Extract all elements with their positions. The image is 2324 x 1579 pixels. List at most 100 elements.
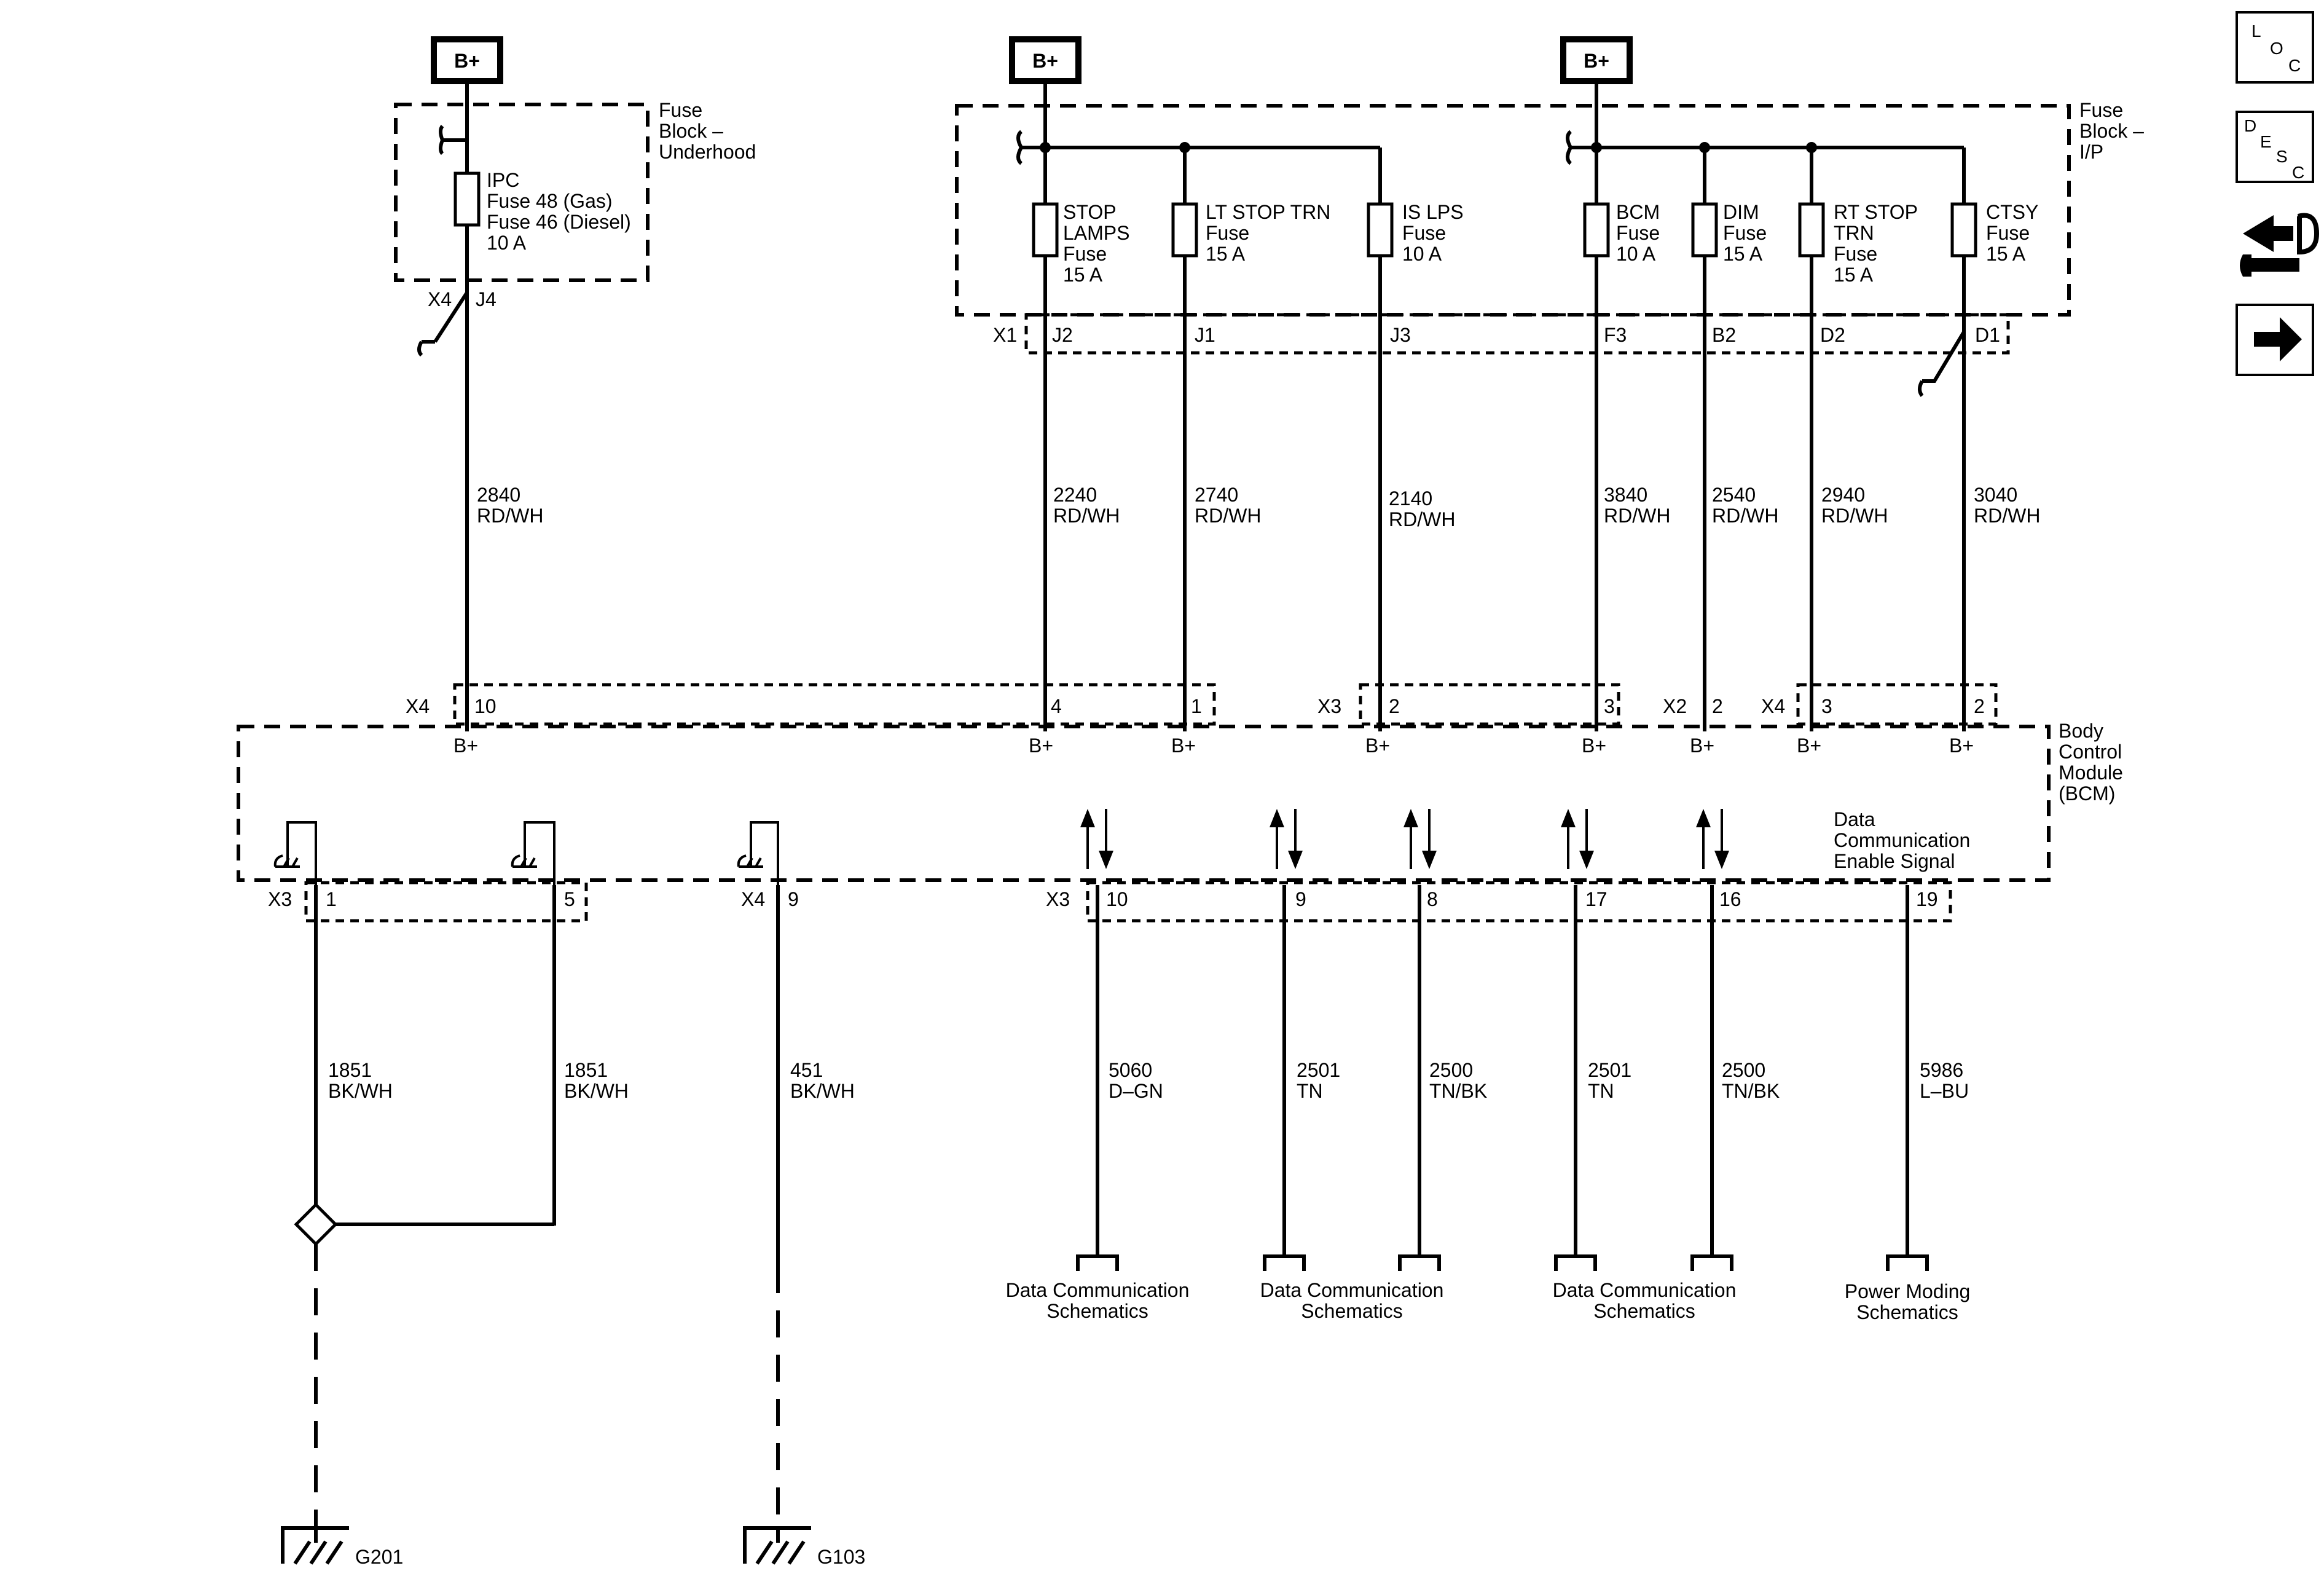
next-arrow-icon[interactable]: [2236, 304, 2314, 376]
wire-label-2740: 2740 RD/WH: [1195, 484, 1261, 527]
svg-text:B+: B+: [1797, 734, 1821, 757]
svg-text:D2: D2: [1820, 324, 1845, 346]
svg-text:RD/WH: RD/WH: [1604, 505, 1670, 527]
destination-data-comm-1[interactable]: Data Communication Schematics: [1006, 1254, 1190, 1322]
svg-text:IS LPS: IS LPS: [1402, 201, 1464, 223]
destination-power-moding[interactable]: Power Moding Schematics: [1845, 1254, 1971, 1323]
wire-label-2140: 2140 RD/WH: [1389, 487, 1455, 530]
bidirectional-arrow-9: [1270, 809, 1303, 869]
fuse-dim-symbol: [1691, 202, 1718, 258]
svg-text:Fuse: Fuse: [1986, 222, 2030, 244]
svg-text:2501: 2501: [1297, 1059, 1340, 1081]
svg-text:10 A: 10 A: [1402, 243, 1442, 265]
svg-text:X3: X3: [1317, 695, 1341, 717]
svg-text:9: 9: [788, 888, 799, 910]
svg-text:2740: 2740: [1195, 484, 1238, 506]
fuse-ctsy-symbol: [1950, 202, 1977, 258]
svg-text:3040: 3040: [1974, 484, 2017, 506]
svg-text:451: 451: [790, 1059, 823, 1081]
svg-text:X1: X1: [993, 324, 1017, 346]
svg-text:2840: 2840: [477, 484, 520, 506]
bplus-supply-bcm: B+: [1560, 36, 1633, 84]
svg-text:Enable Signal: Enable Signal: [1834, 850, 1955, 872]
fuse-stop-symbol: [1032, 202, 1059, 258]
wire-2501-a: 2501 TN: [1282, 885, 1340, 1256]
ground-g201: G201: [281, 1526, 403, 1568]
svg-text:19: 19: [1916, 888, 1938, 910]
svg-text:Communication: Communication: [1834, 829, 1970, 851]
svg-text:IPC: IPC: [487, 169, 519, 191]
svg-text:Fuse: Fuse: [659, 99, 702, 121]
bidirectional-arrow-16: [1696, 809, 1729, 869]
svg-text:Underhood: Underhood: [659, 141, 756, 163]
svg-text:TN: TN: [1297, 1080, 1323, 1102]
svg-text:3: 3: [1821, 695, 1832, 717]
svg-text:L–BU: L–BU: [1920, 1080, 1969, 1102]
fuse-ctsy-label: CTSY Fuse 15 A: [1986, 201, 2038, 265]
svg-text:C: C: [2292, 163, 2304, 182]
svg-text:BCM: BCM: [1616, 201, 1660, 223]
svg-text:10 A: 10 A: [1616, 243, 1656, 265]
svg-text:Control: Control: [2059, 741, 2122, 763]
svg-text:Schematics: Schematics: [1046, 1300, 1148, 1322]
bcm-internal-ground-9: [737, 821, 779, 885]
wire-bcm-bus: [1566, 81, 1977, 731]
desc-icon[interactable]: D E S C: [2236, 111, 2314, 183]
svg-text:D–GN: D–GN: [1109, 1080, 1163, 1102]
svg-text:Fuse: Fuse: [1723, 222, 1767, 244]
svg-text:15 A: 15 A: [1063, 264, 1103, 286]
destination-data-comm-2[interactable]: Data Communication Schematics: [1260, 1254, 1444, 1322]
svg-text:RD/WH: RD/WH: [1821, 505, 1888, 527]
fuse-bcm-label: BCM Fuse 10 A: [1616, 201, 1660, 265]
destination-data-comm-3[interactable]: Data Communication Schematics: [1553, 1254, 1737, 1322]
svg-text:RD/WH: RD/WH: [1712, 505, 1778, 527]
wire-2501-b: 2501 TN: [1574, 885, 1631, 1256]
bcm-internal-ground-1: [273, 821, 317, 885]
svg-text:X4: X4: [1761, 695, 1785, 717]
svg-text:J1: J1: [1195, 324, 1215, 346]
fuse-stop-label: STOP LAMPS Fuse 15 A: [1063, 201, 1129, 286]
svg-text:2: 2: [1974, 695, 1985, 717]
svg-text:5: 5: [564, 888, 575, 910]
wire-1851-b: 1851 BK/WH: [552, 885, 629, 1226]
svg-text:X4: X4: [406, 695, 430, 717]
svg-text:CTSY: CTSY: [1986, 201, 2038, 223]
svg-text:S: S: [2276, 147, 2288, 166]
fuse-lt-label: LT STOP TRN Fuse 15 A: [1206, 201, 1330, 265]
fuse-dim-label: DIM Fuse 15 A: [1723, 201, 1767, 265]
loc-icon[interactable]: L O C: [2236, 11, 2314, 84]
svg-text:TN/BK: TN/BK: [1722, 1080, 1780, 1102]
svg-text:B2: B2: [1712, 324, 1736, 346]
svg-text:Data Communication: Data Communication: [1006, 1279, 1190, 1301]
svg-text:E: E: [2260, 132, 2272, 151]
svg-text:Body: Body: [2059, 720, 2103, 742]
svg-text:G103: G103: [817, 1546, 865, 1568]
wire-451: 451 BK/WH: [776, 885, 855, 1543]
svg-text:15 A: 15 A: [1723, 243, 1763, 265]
svg-text:5986: 5986: [1920, 1059, 1963, 1081]
svg-text:J2: J2: [1052, 324, 1073, 346]
svg-text:J4: J4: [476, 288, 497, 310]
connector-wrench-icon[interactable]: [2240, 213, 2320, 277]
svg-text:2500: 2500: [1722, 1059, 1765, 1081]
fb-connector-x1: X1 J2 J1 J3 F3 B2 D2 D1: [993, 313, 2010, 397]
svg-text:B+: B+: [1584, 50, 1609, 72]
svg-text:15 A: 15 A: [1986, 243, 2026, 265]
splice-diamond: [294, 1202, 338, 1246]
wire-label-2940: 2940 RD/WH: [1821, 484, 1888, 527]
svg-text:RD/WH: RD/WH: [477, 505, 543, 527]
bidirectional-arrow-17: [1561, 809, 1594, 869]
body-control-module: Body Control Module (BCM) B+ B+ B+ B+ B+…: [237, 720, 2123, 882]
fuse-ipc-symbol: [453, 171, 481, 227]
fuse-block-underhood: Fuse Block – Underhood: [394, 99, 756, 282]
svg-text:Block –: Block –: [2079, 120, 2144, 142]
svg-text:B+: B+: [1949, 734, 1974, 757]
svg-text:DIM: DIM: [1723, 201, 1759, 223]
svg-text:3: 3: [1604, 695, 1615, 717]
fb-connector-x4: X4 J4: [417, 288, 497, 357]
fuse-is-symbol: [1367, 202, 1394, 258]
fuse-rt-symbol: [1798, 202, 1825, 258]
svg-text:B+: B+: [1032, 50, 1058, 72]
svg-text:Data: Data: [1834, 808, 1875, 830]
svg-text:Module: Module: [2059, 762, 2123, 784]
